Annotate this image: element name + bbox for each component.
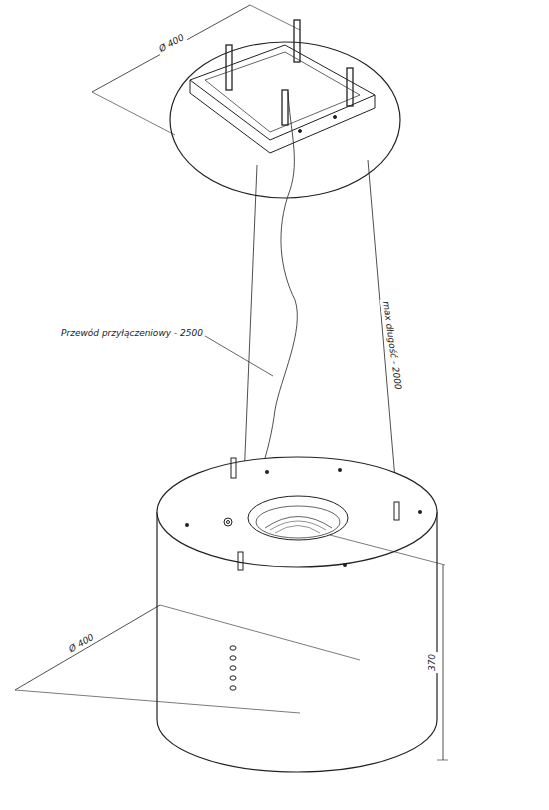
dimension-label: Ø 400 <box>156 31 189 56</box>
cable-label: Przewód przyłączeniowy - 2500 <box>59 328 205 339</box>
dimension-label: 370 <box>428 651 439 672</box>
dimension-label: Ø 400 <box>66 630 98 655</box>
